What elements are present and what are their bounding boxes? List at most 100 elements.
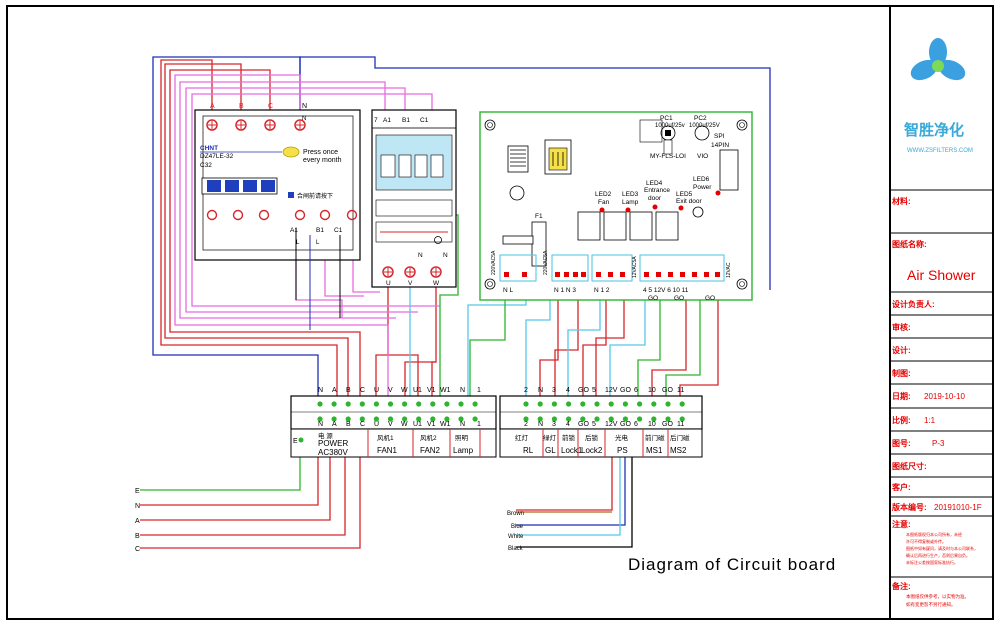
terminal-screw: [359, 401, 365, 407]
terminal-screw: [359, 416, 365, 422]
company-logo: [910, 38, 966, 81]
tb-note-1: 许可不得复制或外传。: [906, 538, 946, 544]
breaker-phase-b: B: [239, 103, 244, 110]
left-top-terminals: [317, 401, 478, 407]
terminal-screw: [430, 416, 436, 422]
tr-top-6: 12V: [605, 387, 618, 394]
terminal-screw: [458, 401, 464, 407]
supply-label-c: C: [135, 546, 140, 553]
test-note-line1: Press once: [303, 149, 338, 156]
terminal-screw: [317, 416, 323, 422]
tb-number: P-3: [932, 439, 945, 448]
supply-label-a: A: [135, 518, 140, 525]
terminal-screw: [551, 401, 558, 407]
led6-dot: [715, 190, 721, 196]
header4-pins: 4 5 12V 6 10 11: [643, 287, 689, 294]
tb-date: 2019-10-10: [924, 392, 965, 401]
tb-remark-1: 如有变更恕不另行通知。: [906, 601, 956, 608]
terminal-screw: [402, 416, 408, 422]
tb-customer-label: 客户:: [891, 482, 911, 492]
terminal-screw: [458, 416, 464, 422]
tl-bot-8: V1: [427, 421, 436, 428]
terminal-screw: [331, 401, 337, 407]
tb-version-label: 版本编号:: [891, 502, 927, 512]
rot-label-3: 12VAC5A: [632, 256, 638, 278]
supply-label-b: B: [135, 533, 140, 540]
breaker-n-mark: N: [302, 116, 306, 122]
ic-label: MY-FLS-LOI: [650, 153, 686, 160]
tr-group-3-cn: 后锁: [585, 433, 599, 442]
tr-bot-9: 10: [648, 421, 656, 428]
tb-date-label: 日期:: [892, 391, 911, 401]
breaker-cn-note: 合闸前请按下: [297, 192, 333, 200]
rcd-breaker: A B C N N CHNT DZ47LE-32 C32 Press once …: [194, 103, 361, 330]
tr-group-0-en: RL: [523, 446, 534, 455]
tr-top-3: 4: [566, 387, 570, 394]
fuse-label: F1: [535, 213, 543, 220]
terminal-screw: [402, 401, 408, 407]
tr-group-6-cn: 后门磁: [670, 433, 690, 442]
diagram-caption: Diagram of Circuit board: [628, 555, 836, 574]
breaker-output-terminals: [206, 209, 358, 221]
led2-name: LED2: [595, 191, 612, 198]
tl-top-4: U: [374, 387, 379, 394]
tl-bot-7: U1: [413, 421, 422, 428]
tl-top-7: U1: [413, 387, 422, 394]
tl-top-8: V1: [427, 387, 436, 394]
breaker-handles: [201, 177, 278, 195]
tb-scale-label: 比例:: [892, 415, 911, 425]
header4-go2: GO: [674, 295, 684, 302]
led4-fn2: door: [648, 195, 662, 202]
terminal-screw: [387, 416, 394, 422]
led5-dot: [678, 205, 684, 211]
tr-bot-10: GO: [662, 421, 673, 428]
contactor-out-u: U: [386, 280, 391, 287]
tl-bot-1: A: [332, 421, 337, 428]
green-wires: [140, 214, 701, 491]
tl-top-2: B: [346, 387, 351, 394]
tl-group-2-cn: 风机2: [420, 433, 437, 442]
tb-remark-label: 备注:: [891, 581, 911, 591]
contactor-label-b1: B1: [402, 117, 410, 124]
right-bottom-terminals: [523, 416, 685, 422]
tr-group-4-en: PS: [617, 446, 628, 455]
capacitor-round: [509, 185, 525, 201]
terminal-screw: [373, 401, 379, 407]
terminal-strip-right: 2 N 3 4 GO 5 12V GO 6 10 GO 11 2 N 3 4 G…: [499, 387, 703, 458]
tr-group-1-en: GL: [545, 446, 556, 455]
terminal-screw: [566, 401, 572, 407]
terminal-screw: [472, 401, 478, 407]
tb-note-0: 本图纸版权归本公司所有，未经: [906, 531, 962, 537]
transformer: [507, 145, 529, 173]
test-button: [282, 146, 300, 158]
left-bottom-terminals: [317, 416, 478, 422]
pc2-spec: 1000uf/25V: [689, 123, 720, 129]
contactor-out-v: V: [408, 280, 413, 287]
sensor-blue: Blue: [511, 524, 524, 530]
terminal-screw: [444, 401, 450, 407]
tr-group-5-en: MS1: [646, 446, 663, 455]
header1-pins: N L: [503, 287, 514, 294]
tl-group-3-cn: 照明: [455, 434, 469, 442]
terminal-screw: [608, 401, 614, 407]
vio-label: VIO: [697, 153, 708, 160]
tr-group-4-cn: 光电: [615, 433, 629, 442]
pc1-spec: 1000uf/25v: [655, 123, 685, 129]
tl-top-5: V: [388, 387, 393, 394]
tr-group-2-en: Lock1: [561, 446, 583, 455]
rot-label-2: 220VAC5A: [543, 250, 549, 275]
breaker-rating: C32: [200, 162, 212, 169]
tb-design-label: 设计:: [892, 345, 911, 355]
contactor: 7 A1 B1 C1 N N U V W: [371, 109, 457, 288]
sensor-white: White: [508, 534, 524, 540]
tl-top-0: N: [318, 387, 323, 394]
led2-fn: Fan: [598, 199, 610, 206]
breaker-phase-c: C: [268, 103, 273, 110]
terminal-screw: [580, 416, 586, 422]
terminal-screw: [345, 401, 351, 407]
tl-top-11: 1: [477, 387, 481, 394]
tr-top-2: 3: [552, 387, 556, 394]
spi-header: [719, 149, 739, 191]
header3-pins: N 1 2: [594, 287, 610, 294]
led3-dot: [625, 207, 631, 213]
